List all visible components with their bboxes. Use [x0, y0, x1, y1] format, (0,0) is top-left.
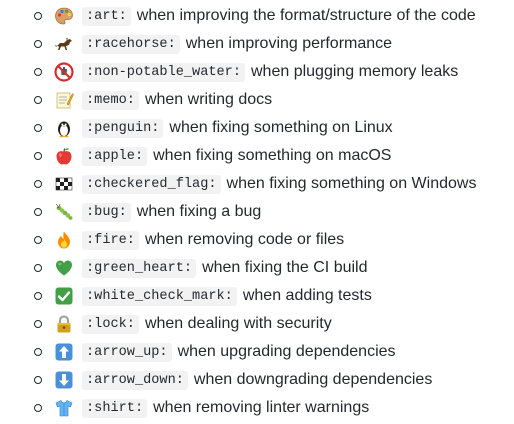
bullet: [34, 264, 42, 272]
emoji-description: when adding tests: [242, 287, 372, 304]
emoji-code: :memo:: [82, 90, 139, 110]
bullet: [34, 348, 42, 356]
emoji-code: :checkered_flag:: [82, 174, 221, 194]
bullet: [34, 376, 42, 384]
emoji-description: when fixing something on Windows: [226, 175, 477, 192]
emoji-code: :penguin:: [82, 118, 164, 138]
emoji-code: :lock:: [82, 314, 139, 334]
list-item: :apple: when fixing something on macOS: [0, 142, 514, 170]
bullet: [34, 68, 42, 76]
emoji-description: when removing linter warnings: [153, 399, 370, 416]
emoji-description: when dealing with security: [144, 315, 332, 332]
emoji-description: when fixing the CI build: [202, 259, 368, 276]
white-check-mark-icon: [54, 286, 74, 306]
bullet: [34, 236, 42, 244]
green-heart-icon: [54, 258, 74, 278]
arrow-down-icon: [54, 370, 74, 390]
lock-icon: [54, 314, 74, 334]
shirt-icon: [54, 398, 74, 418]
emoji-code: :art:: [82, 6, 131, 26]
emoji-description: when downgrading dependencies: [193, 371, 433, 388]
emoji-code: :racehorse:: [82, 34, 180, 54]
emoji-code: :arrow_down:: [82, 370, 188, 390]
list-item: :checkered_flag: when fixing something o…: [0, 170, 514, 198]
bullet: [34, 208, 42, 216]
bullet: [34, 152, 42, 160]
list-item: :arrow_up: when upgrading dependencies: [0, 338, 514, 366]
bullet: [34, 124, 42, 132]
list-item: :bug: when fixing a bug: [0, 198, 514, 226]
list-item: :art: when improving the format/structur…: [0, 2, 514, 30]
emoji-description: when fixing a bug: [136, 203, 262, 220]
bullet: [34, 292, 42, 300]
list-item: :non-potable_water: when plugging memory…: [0, 58, 514, 86]
list-item: :white_check_mark: when adding tests: [0, 282, 514, 310]
list-item: :memo: when writing docs: [0, 86, 514, 114]
list-item: :penguin: when fixing something on Linux: [0, 114, 514, 142]
racehorse-icon: [54, 34, 74, 54]
emoji-description: when fixing something on macOS: [153, 147, 392, 164]
emoji-description: when plugging memory leaks: [251, 63, 459, 80]
emoji-description: when improving the format/structure of t…: [136, 7, 476, 24]
emoji-code: :white_check_mark:: [82, 286, 237, 306]
bullet: [34, 320, 42, 328]
emoji-code: :arrow_up:: [82, 342, 172, 362]
bug-icon: [54, 202, 74, 222]
bullet: [34, 404, 42, 412]
fire-icon: [54, 230, 74, 250]
list-item: :shirt: when removing linter warnings: [0, 394, 514, 422]
list-item: :lock: when dealing with security: [0, 310, 514, 338]
penguin-icon: [54, 118, 74, 138]
emoji-description: when writing docs: [144, 91, 273, 108]
emoji-description: when removing code or files: [144, 231, 345, 248]
arrow-up-icon: [54, 342, 74, 362]
list-item: :arrow_down: when downgrading dependenci…: [0, 366, 514, 394]
palette-icon: [54, 6, 74, 26]
emoji-code: :apple:: [82, 146, 148, 166]
emoji-description: when upgrading dependencies: [177, 343, 396, 360]
apple-icon: [54, 146, 74, 166]
non-potable-water-icon: [54, 62, 74, 82]
emoji-code: :shirt:: [82, 398, 148, 418]
list-item: :fire: when removing code or files: [0, 226, 514, 254]
checkered-flag-icon: [54, 174, 74, 194]
emoji-description: when fixing something on Linux: [169, 119, 393, 136]
emoji-code: :green_heart:: [82, 258, 197, 278]
bullet: [34, 40, 42, 48]
memo-icon: [54, 90, 74, 110]
list-item: :racehorse: when improving performance: [0, 30, 514, 58]
bullet: [34, 180, 42, 188]
emoji-code: :fire:: [82, 230, 139, 250]
emoji-code: :non-potable_water:: [82, 62, 245, 82]
bullet: [34, 96, 42, 104]
emoji-code: :bug:: [82, 202, 131, 222]
bullet: [34, 12, 42, 20]
emoji-description: when improving performance: [185, 35, 393, 52]
list-item: :green_heart: when fixing the CI build: [0, 254, 514, 282]
